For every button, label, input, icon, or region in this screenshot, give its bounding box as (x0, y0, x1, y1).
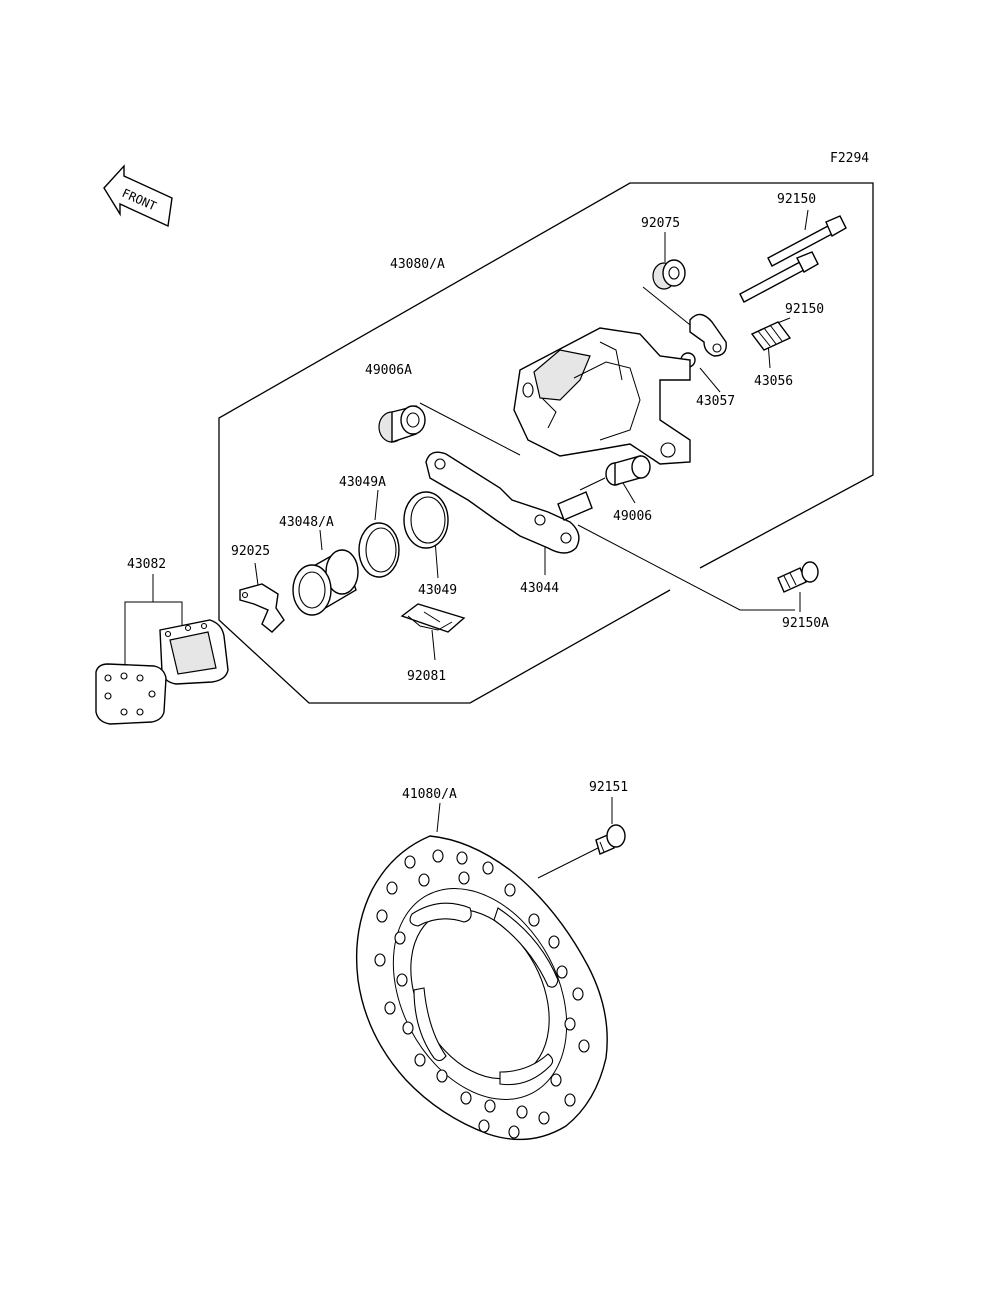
label-92150A: 92150A (782, 616, 829, 631)
front-direction-arrow: FRONT (103, 164, 173, 228)
pin-92150-lower (739, 251, 819, 303)
boot-49006A (378, 405, 426, 443)
label-43044: 43044 (520, 581, 559, 596)
seal-43049A (358, 522, 400, 578)
bolt-92151 (595, 824, 626, 855)
label-92025: 92025 (231, 544, 270, 559)
label-92075: 92075 (641, 216, 680, 231)
piston-43048 (292, 548, 359, 616)
pin-92150-upper (767, 215, 847, 267)
seal-92075 (652, 259, 686, 290)
label-43056: 43056 (754, 374, 793, 389)
label-43048A: 43048/A (279, 515, 334, 530)
boot-49006 (579, 455, 651, 491)
bolt-92150A (777, 561, 819, 593)
label-43049: 43049 (418, 583, 457, 598)
brake-pad-rear (159, 619, 229, 685)
label-43049A: 43049A (339, 475, 386, 490)
label-92151: 92151 (589, 780, 628, 795)
spring-92025 (239, 583, 285, 633)
figure-code: F2294 (830, 151, 869, 166)
caliper-assembly-boundary (218, 182, 874, 704)
label-43082: 43082 (127, 557, 166, 572)
brake-disc-41080 (355, 835, 608, 1141)
label-43057: 43057 (696, 394, 735, 409)
label-49006: 49006 (613, 509, 652, 524)
bleeder-valve-43056 (750, 321, 792, 351)
spring-92081 (400, 603, 466, 633)
caliper-body (513, 327, 691, 465)
label-92150-mid: 92150 (785, 302, 824, 317)
part-labels: 43080/A 92150 92075 92150 43056 43057 49… (127, 192, 829, 802)
label-92150-top: 92150 (777, 192, 816, 207)
label-92081: 92081 (407, 669, 446, 684)
caliper-holder-43044 (425, 451, 593, 554)
label-49006A: 49006A (365, 363, 412, 378)
disc-holes (374, 849, 590, 1139)
brake-pad-front (95, 663, 167, 725)
label-43080A: 43080/A (390, 257, 445, 272)
leader-lines (124, 209, 809, 879)
label-41080A: 41080/A (402, 787, 457, 802)
seal-43049 (403, 491, 449, 549)
